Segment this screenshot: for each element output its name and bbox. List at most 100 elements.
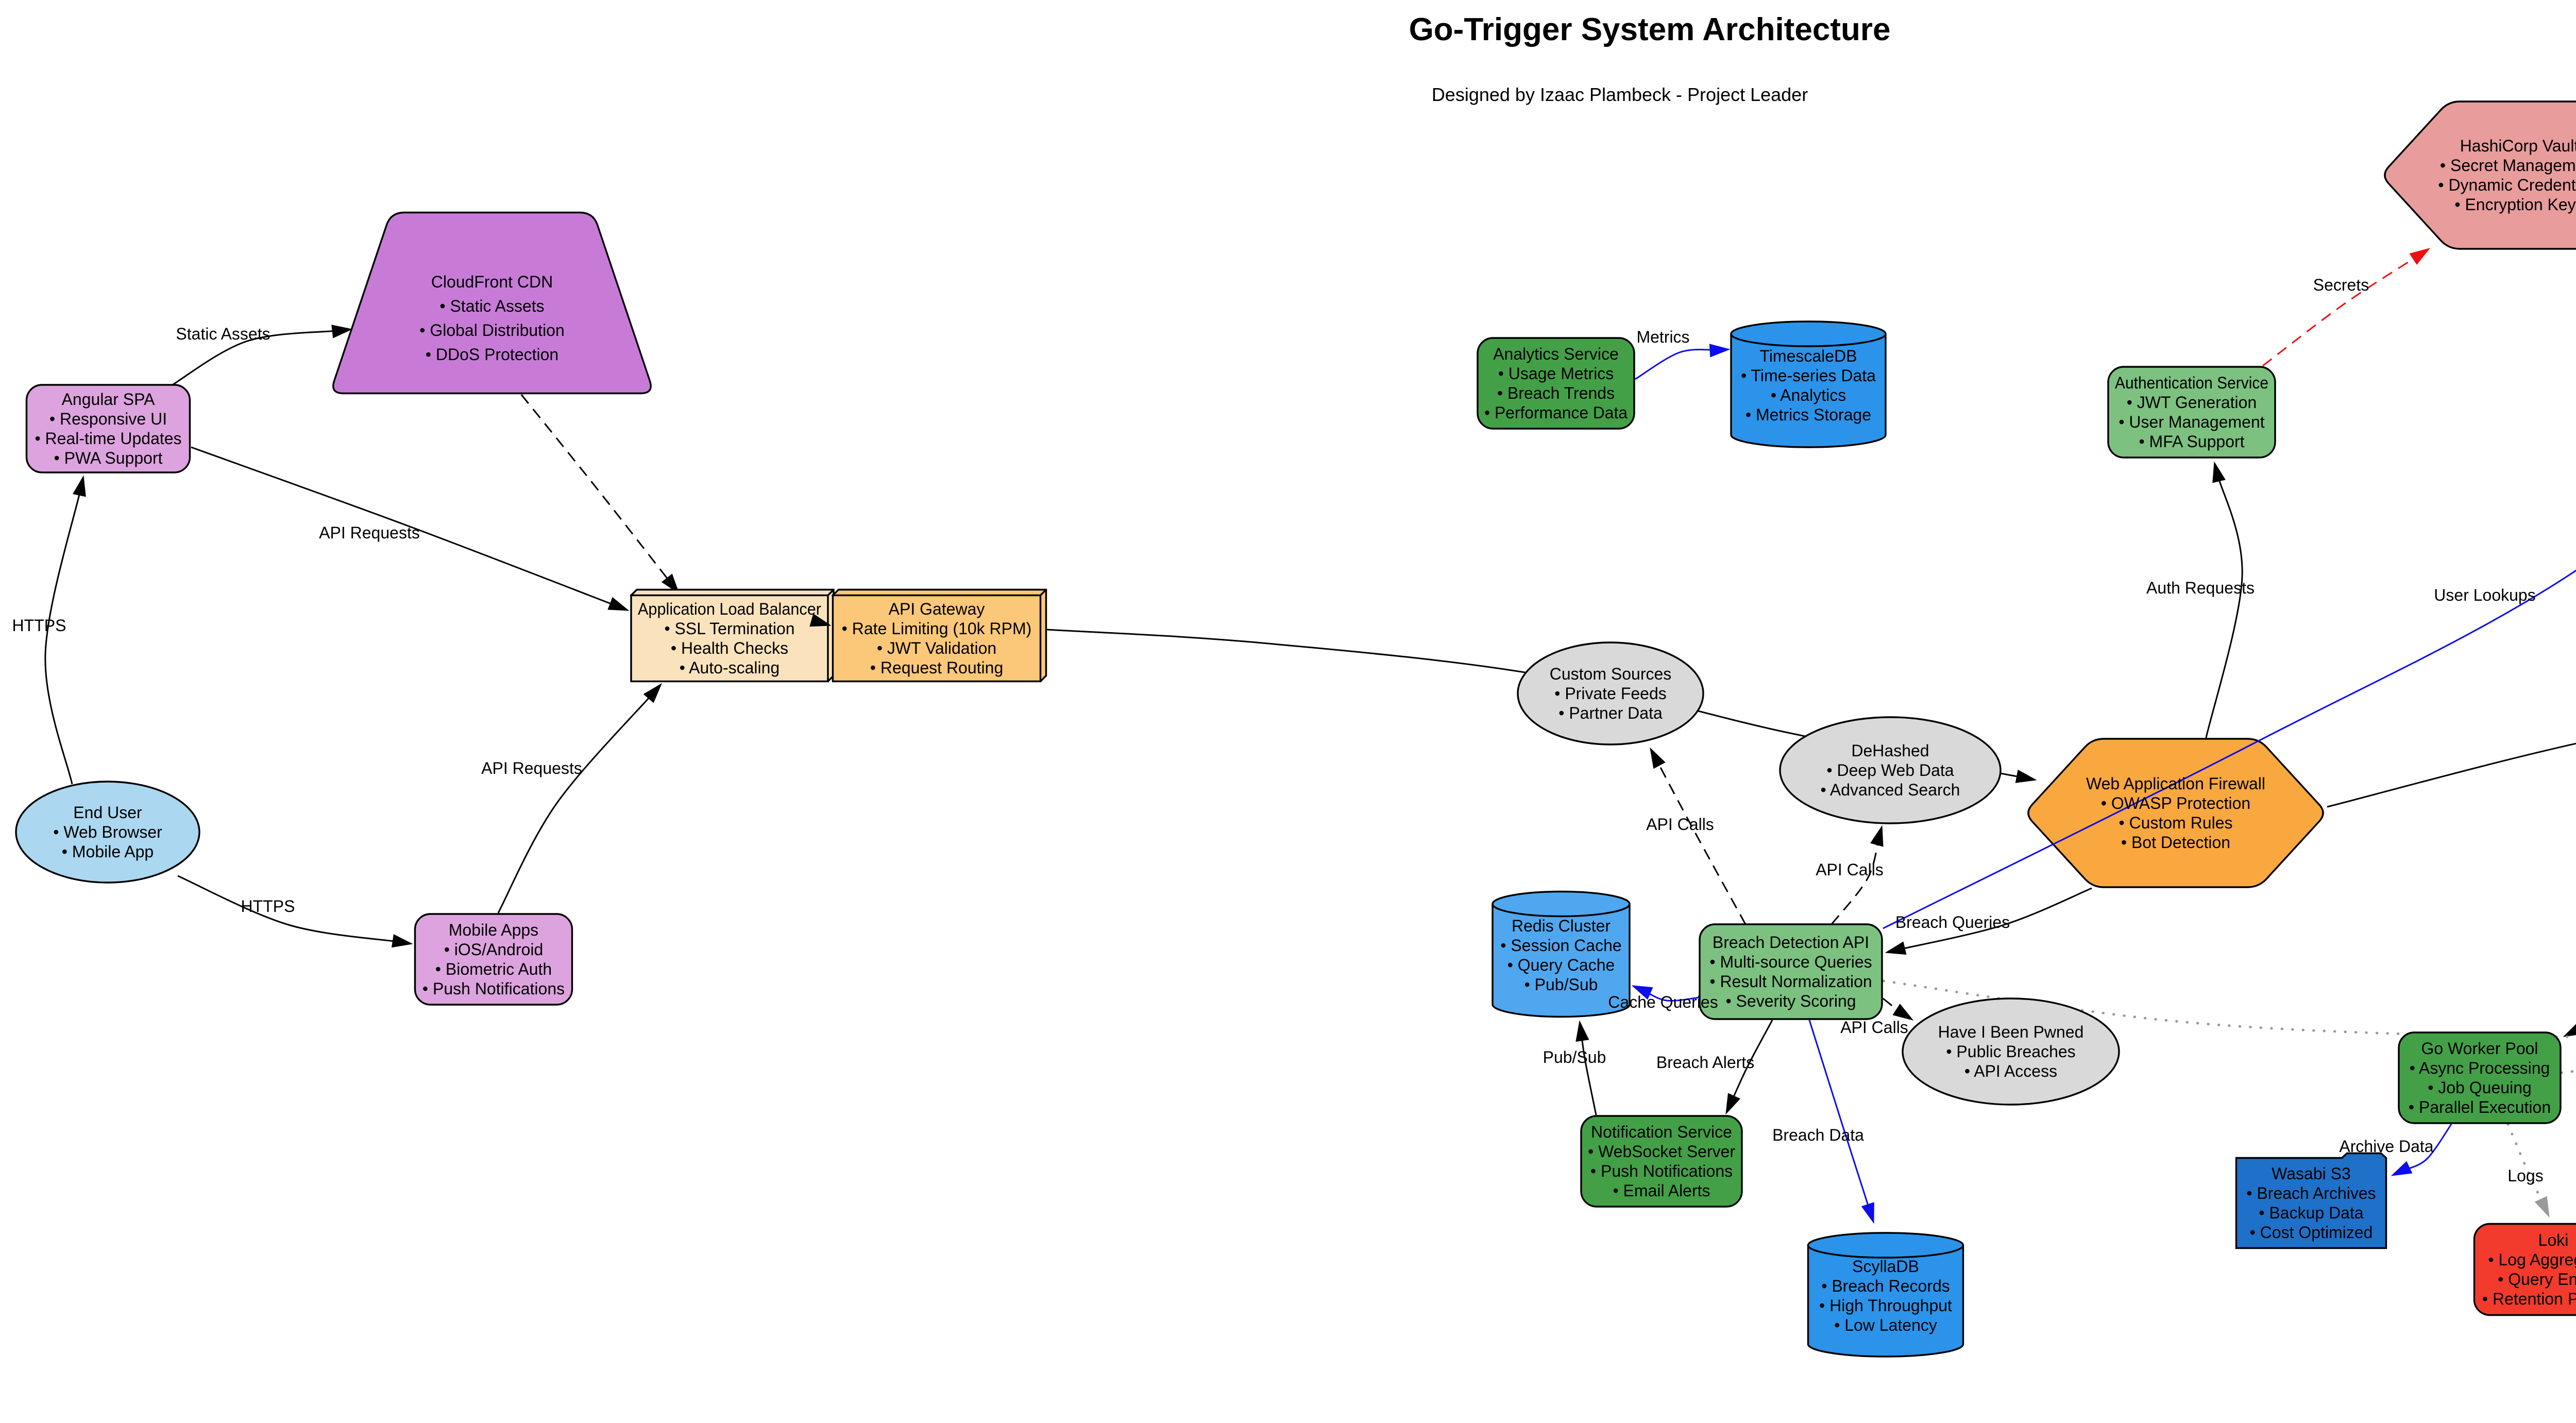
node-label-vault-3: • Encryption Keys [2454, 195, 2576, 214]
edge-label-spa-cdn: Static Assets [176, 325, 270, 343]
node-label-scylladb-3: • Low Latency [1834, 1316, 1937, 1334]
arrowhead-icon [1575, 1020, 1589, 1042]
edge-line-worker-prometheus [2560, 1070, 2576, 1074]
node-label-redis-0: Redis Cluster [1512, 917, 1611, 935]
arrowhead-icon [661, 573, 680, 595]
trapezoid-shape [332, 211, 652, 395]
node-label-timescaledb-2: • Analytics [1771, 386, 1846, 404]
cylinder-shape [1807, 1232, 1964, 1259]
node-label-end_user-0: End User [73, 803, 142, 822]
node-label-custom_sources-1: • Private Feeds [1554, 684, 1667, 703]
edge-spa-cdn [171, 325, 353, 386]
edge-line-waf-bda [1896, 887, 2092, 951]
arrowhead-icon [643, 683, 663, 703]
node-label-hibp-2: • API Access [1964, 1062, 2057, 1080]
node-label-dehashed-2: • Advanced Search [1821, 781, 1960, 799]
node-waf [2027, 738, 2324, 888]
node-label-breach_api-0: Breach Detection API [1713, 933, 1869, 952]
ellipse-shape [1517, 641, 1704, 746]
node-label-analytics-3: • Performance Data [1484, 403, 1628, 422]
cylinder-shape [1492, 904, 1631, 1018]
node-redis [1492, 890, 1631, 1018]
node-auth_service [2107, 366, 2276, 459]
cylinder-shape [1807, 1245, 1964, 1358]
node-label-vault-2: • Dynamic Credentials [2438, 176, 2576, 194]
node-scylladb [1807, 1232, 1964, 1358]
node-label-worker_pool-3: • Parallel Execution [2409, 1098, 2551, 1116]
edge-label-analytics-tsdb: Metrics [1636, 328, 1689, 346]
diagram-subtitle: Designed by Izaac Plambeck - Project Lea… [1432, 84, 1808, 105]
node-label-vault-0: HashiCorp Vault [2460, 137, 2576, 155]
edge-line-mobile-alb [497, 692, 655, 913]
box3d-edge [1040, 589, 1047, 596]
rounded-shape [1477, 337, 1635, 430]
node-label-analytics-1: • Usage Metrics [1498, 364, 1614, 383]
node-label-notification-3: • Email Alerts [1613, 1181, 1710, 1200]
node-label-auth_service-2: • User Management [2119, 413, 2264, 431]
edge-analytics-tsdb [1635, 344, 1731, 380]
edge-line-waf-auth [2205, 473, 2243, 738]
arrowhead-icon [331, 325, 353, 338]
rounded-shape [414, 913, 573, 1006]
arrowhead-icon [2015, 769, 2037, 783]
arrowhead-icon [1870, 825, 1884, 847]
rounded-shape [2473, 1223, 2576, 1316]
edge-line-spa-alb [191, 446, 618, 607]
node-label-loki-3: • Retention Policies [2482, 1290, 2576, 1308]
node-label-cloudfront_cdn-2: • Global Distribution [419, 321, 565, 340]
node-label-api_gateway-1: • Rate Limiting (10k RPM) [842, 619, 1032, 638]
node-label-custom_sources-0: Custom Sources [1550, 665, 1672, 683]
ellipse-shape [15, 781, 200, 884]
node-label-load_balancer-1: • SSL Termination [664, 619, 794, 638]
arrowhead-icon [2212, 461, 2226, 483]
node-hibp [1902, 997, 2120, 1106]
node-label-api_gateway-2: • JWT Validation [877, 639, 996, 657]
edge-waf-remediation [2327, 742, 2576, 808]
node-custom_sources [1517, 641, 1704, 746]
node-load_balancer [630, 588, 835, 683]
node-label-auth_service-0: Authentication Service [2115, 374, 2268, 392]
node-label-wasabi-3: • Cost Optimized [2250, 1223, 2373, 1242]
edge-worker-wasabi [2391, 1124, 2452, 1176]
node-label-redis-2: • Query Cache [1507, 956, 1615, 974]
edge-label-notif-redis: Pub/Sub [1543, 1048, 1606, 1066]
edge-label-bda-postgres: User Lookups [2434, 586, 2535, 604]
node-label-custom_sources-2: • Partner Data [1558, 704, 1663, 722]
node-label-cloudfront_cdn-1: • Static Assets [439, 297, 544, 315]
arrowhead-icon [1861, 1202, 1874, 1224]
arrowhead-icon [1650, 747, 1666, 769]
node-label-hibp-1: • Public Breaches [1946, 1042, 2075, 1061]
node-end_user [15, 781, 200, 884]
node-label-loki-2: • Query Engine [2498, 1270, 2576, 1289]
node-label-waf-2: • Custom Rules [2119, 814, 2232, 832]
edge-label-bda-notif: Breach Alerts [1656, 1053, 1754, 1072]
edge-line-waf-remediation [2327, 742, 2576, 808]
edge-label-bda-scylla: Breach Data [1772, 1126, 1864, 1144]
rounded-shape [2398, 1031, 2562, 1124]
edge-waf-auth [2205, 461, 2243, 738]
node-label-worker_pool-0: Go Worker Pool [2421, 1039, 2538, 1058]
node-label-load_balancer-2: • Health Checks [671, 639, 788, 657]
node-notification [1580, 1115, 1743, 1208]
node-label-breach_api-1: • Multi-source Queries [1709, 953, 1872, 971]
hexagon-shape [2384, 100, 2576, 250]
edge-user-mobile [177, 875, 413, 948]
edge-line-notif-redis [1580, 1032, 1597, 1115]
node-label-vault-1: • Secret Management [2440, 156, 2576, 175]
node-cloudfront_cdn [332, 211, 652, 395]
arrowhead-icon [2409, 248, 2431, 265]
edge-label-worker-wasabi: Archive Data [2339, 1137, 2433, 1156]
node-label-waf-3: • Bot Detection [2121, 833, 2230, 852]
node-label-mobile_apps-2: • Biometric Auth [435, 960, 552, 978]
node-worker_pool [2398, 1031, 2562, 1124]
node-label-load_balancer-3: • Auto-scaling [680, 658, 779, 677]
node-label-scylladb-0: ScyllaDB [1852, 1257, 1919, 1276]
node-label-redis-1: • Session Cache [1500, 936, 1621, 955]
node-label-hibp-0: Have I Been Pwned [1938, 1023, 2084, 1041]
edge-cdn-alb [520, 394, 680, 595]
node-label-auth_service-1: • JWT Generation [2127, 393, 2257, 412]
node-label-analytics-0: Analytics Service [1493, 345, 1619, 363]
node-timescaledb [1730, 320, 1887, 448]
node-label-timescaledb-0: TimescaleDB [1759, 347, 1857, 365]
